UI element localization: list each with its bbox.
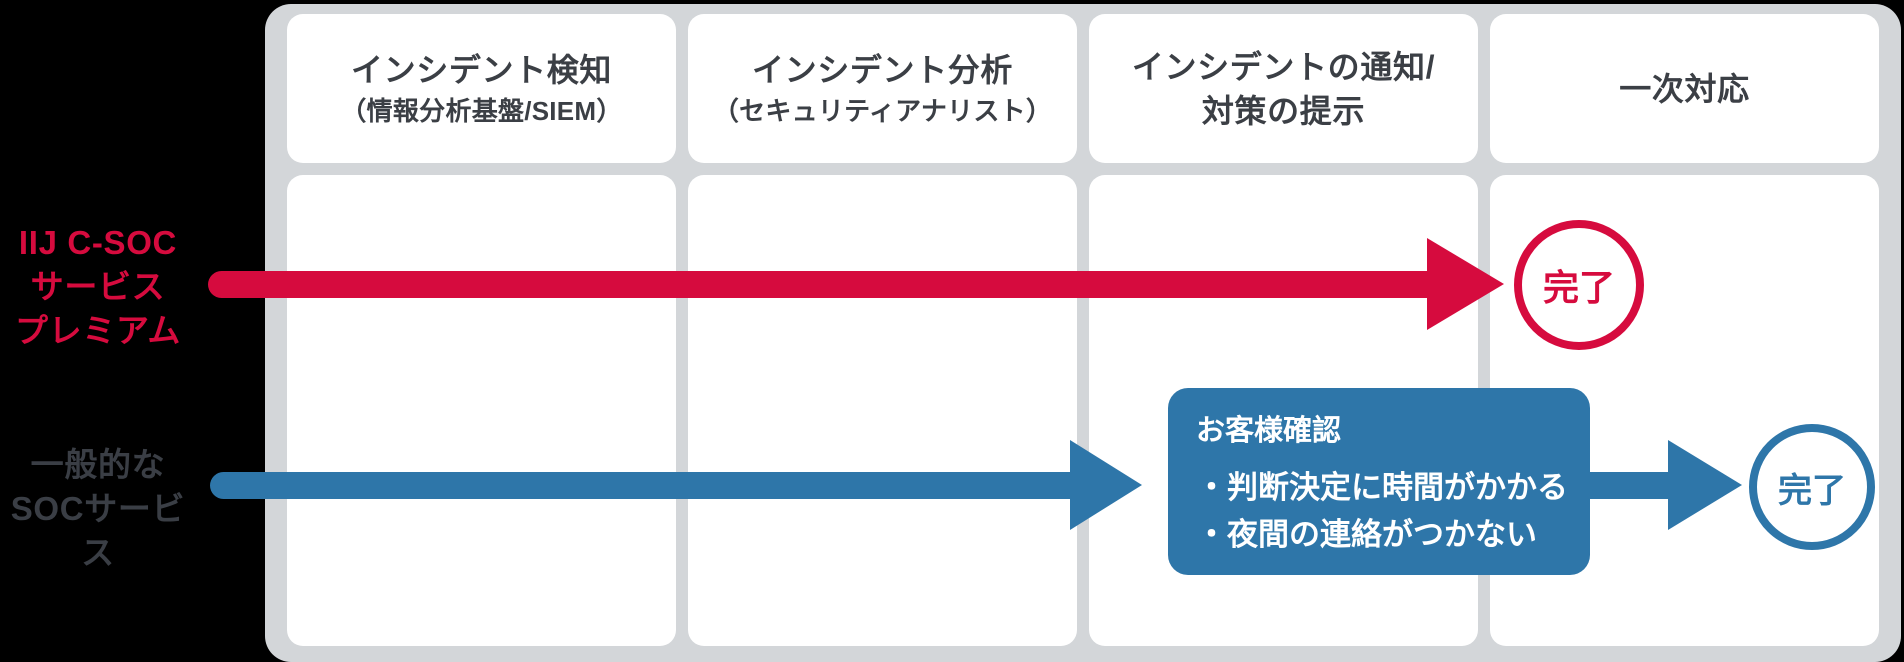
- row-label-line: IIJ C-SOC: [18, 224, 178, 261]
- row-label-line: 一般的な: [30, 446, 166, 483]
- column-header-incident-detection: インシデント検知 （情報分析基盤/SIEM）: [287, 14, 676, 163]
- column-subtitle: （情報分析基盤/SIEM）: [340, 95, 623, 126]
- callout-bullet: ・夜間の連絡がつかない: [1196, 517, 1537, 552]
- complete-label: 完了: [1542, 267, 1615, 308]
- general-flow-arrow1-shaft: [210, 472, 1072, 499]
- premium-complete-badge: 完了: [1514, 220, 1644, 350]
- column-title-line2: 対策の提示: [1201, 92, 1366, 129]
- body-cell-analysis: [688, 175, 1077, 646]
- general-complete-badge: 完了: [1749, 424, 1875, 550]
- column-header-first-response: 一次対応: [1490, 14, 1879, 163]
- column-subtitle: （セキュリティアナリスト）: [712, 95, 1053, 126]
- column-title: インシデント検知: [350, 51, 613, 88]
- column-title: 一次対応: [1619, 70, 1750, 107]
- general-flow-arrow2-shaft: [1585, 472, 1672, 499]
- row-label-general-soc: 一般的な SOCサービス: [0, 443, 196, 575]
- customer-confirmation-callout: お客様確認 ・判断決定に時間がかかる ・夜間の連絡がつかない: [1168, 388, 1590, 575]
- callout-title: お客様確認: [1196, 415, 1342, 447]
- premium-flow-arrow-head-icon: [1427, 238, 1504, 330]
- body-cell-detection: [287, 175, 676, 646]
- row-label-iij-csoc-premium: IIJ C-SOC サービス プレミアム: [0, 221, 196, 353]
- row-label-line: SOCサービス: [10, 490, 186, 571]
- row-label-line: サービス: [30, 268, 166, 305]
- column-header-incident-analysis: インシデント分析 （セキュリティアナリスト）: [688, 14, 1077, 163]
- row-label-line: プレミアム: [15, 312, 181, 349]
- premium-flow-arrow-shaft: [208, 271, 1430, 298]
- general-flow-arrow1-head-icon: [1070, 440, 1142, 530]
- column-header-incident-notification: インシデントの通知/ 対策の提示: [1089, 14, 1478, 163]
- general-flow-arrow2-head-icon: [1668, 440, 1742, 530]
- column-title-line1: インシデントの通知/: [1131, 48, 1436, 85]
- column-title: インシデント分析: [751, 51, 1014, 88]
- callout-bullet: ・判断決定に時間がかかる: [1196, 470, 1568, 505]
- complete-label: 完了: [1778, 471, 1846, 510]
